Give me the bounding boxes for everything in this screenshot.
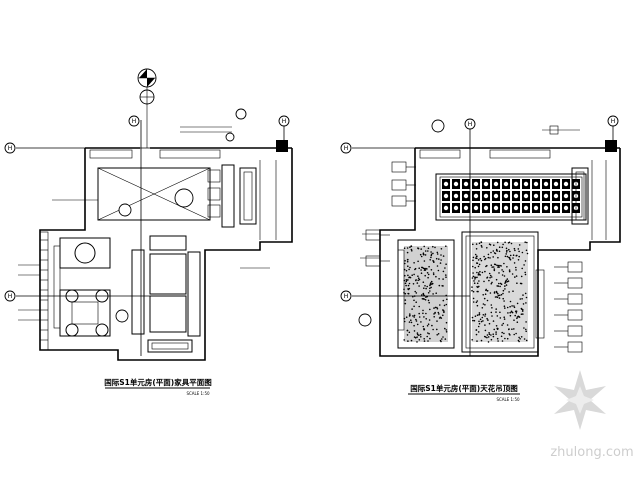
dining-set (53, 237, 111, 337)
watermark-text: zhulong.com (550, 445, 633, 460)
living-furniture (131, 235, 201, 353)
axis-bubble-left: H (4, 142, 16, 154)
axis-bubble-left-lower: H (4, 290, 16, 302)
axis-bubble-far-right: H (607, 115, 619, 127)
svg-text:H: H (132, 118, 137, 125)
patterned-ceiling-left (397, 239, 455, 349)
column (276, 140, 288, 152)
bed (97, 167, 221, 221)
drawing-title-left: 国际S1单元房(平面)家具平面图 (104, 377, 212, 387)
walls-left (39, 140, 293, 361)
axis-bubble-right: H (340, 142, 352, 154)
watermark-logo: zhulong.com (550, 370, 634, 460)
svg-text:H: H (282, 118, 287, 125)
scale-note-left: SCALE 1:50 (186, 391, 210, 396)
axis-bubble-right-lower: H (340, 290, 352, 302)
axis-bubble-top-left: H (128, 115, 140, 127)
svg-text:H: H (344, 145, 349, 152)
column-right (605, 140, 617, 152)
wardrobe (221, 160, 277, 240)
axis-bubble-top-right-plan: H (464, 118, 476, 130)
leader-labels-left (18, 108, 270, 323)
section-index-symbol (137, 68, 157, 148)
patterned-ceiling-right (397, 231, 545, 353)
ceiling-plan: H H H H (340, 115, 621, 402)
axis-bubble-top-right: H (278, 115, 290, 127)
svg-text:H: H (8, 145, 13, 152)
svg-text:H: H (344, 293, 349, 300)
svg-text:H: H (8, 293, 13, 300)
callout-circle (358, 313, 372, 327)
legend-boxes (365, 161, 583, 353)
furniture-plan: H H H H (4, 68, 293, 396)
svg-text:H: H (468, 121, 473, 128)
svg-text:H: H (611, 118, 616, 125)
coffer-grid-ceiling (435, 173, 587, 221)
callout-circle (431, 119, 445, 133)
ceiling-corridor (571, 160, 607, 240)
scale-note-right: SCALE 1:50 (496, 397, 520, 402)
drawing-title-right: 国际S1单元房(平面)天花吊顶图 (410, 383, 518, 393)
